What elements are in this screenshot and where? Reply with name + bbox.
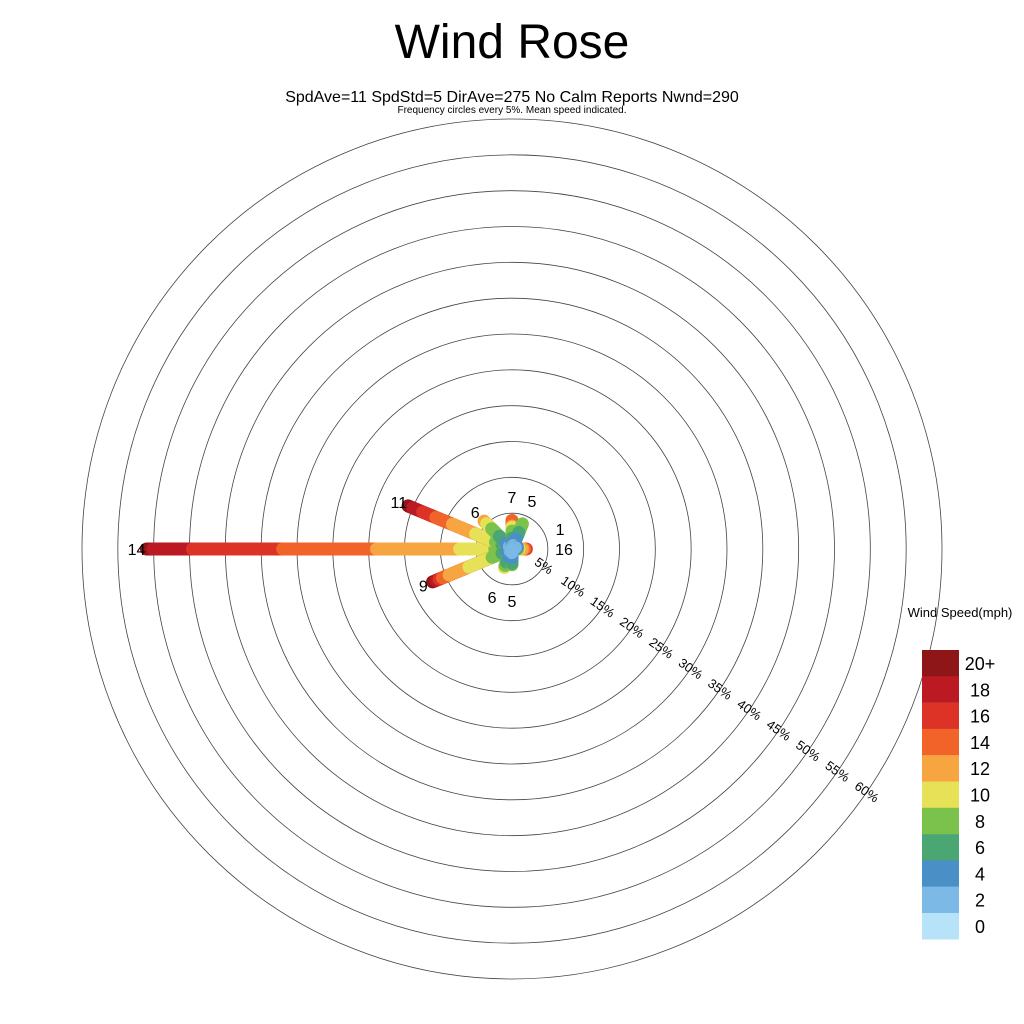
mean-speed-label: 9: [419, 579, 428, 596]
legend-label-2: 2: [975, 891, 985, 911]
legend-label-0: 0: [975, 917, 985, 937]
chart-note: Frequency circles every 5%. Mean speed i…: [397, 105, 626, 116]
ring-label-60: 60%: [852, 778, 882, 805]
legend-label-20+: 20+: [965, 654, 996, 674]
legend-label-18: 18: [970, 680, 990, 700]
legend-swatch-4: [922, 860, 959, 887]
legend-label-8: 8: [975, 812, 985, 832]
legend-swatch-10: [922, 781, 959, 808]
mean-speed-label: 11: [391, 495, 408, 512]
chart-title: Wind Rose: [395, 16, 630, 69]
legend-swatch-16: [922, 702, 959, 730]
ring-label-40: 40%: [734, 696, 764, 723]
mean-speed-label: 1: [556, 522, 565, 539]
mean-speed-label: 5: [508, 594, 517, 611]
legend-label-14: 14: [970, 733, 990, 753]
legend-label-16: 16: [970, 707, 990, 727]
ring-label-15: 15%: [588, 593, 618, 620]
ring-label-45: 45%: [764, 717, 794, 744]
legend-swatch-0: [922, 913, 959, 940]
mean-speed-label: 6: [488, 590, 497, 607]
ring-60: [81, 118, 943, 980]
mean-speed-label: 6: [471, 505, 480, 522]
legend-swatch-6: [922, 834, 959, 861]
legend-label-4: 4: [975, 864, 985, 884]
ring-label-25: 25%: [646, 634, 676, 661]
mean-speed-label: 5: [527, 494, 536, 511]
legend-swatch-14: [922, 728, 959, 756]
mean-speed-label: 7: [508, 490, 517, 507]
mean-speed-label: 14: [128, 542, 146, 559]
ring-label-30: 30%: [676, 655, 706, 682]
legend-swatch-12: [922, 755, 959, 782]
legend-label-6: 6: [975, 838, 985, 858]
ring-label-10: 10%: [558, 573, 588, 600]
mean-speed-label: 16: [555, 542, 573, 559]
ring-label-5: 5%: [532, 554, 556, 577]
legend-label-12: 12: [970, 759, 990, 779]
legend-swatch-20+: [922, 650, 959, 677]
ring-label-35: 35%: [705, 676, 735, 703]
legend-label-10: 10: [970, 786, 990, 806]
legend-swatch-8: [922, 807, 959, 835]
ring-label-50: 50%: [793, 737, 823, 764]
legend-swatch-2: [922, 886, 959, 914]
ring-55: [117, 154, 907, 944]
legend-title: Wind Speed(mph): [908, 605, 1013, 620]
legend-swatch-18: [922, 676, 959, 703]
ring-label-20: 20%: [617, 614, 647, 641]
chart-subtitle: SpdAve=11 SpdStd=5 DirAve=275 No Calm Re…: [285, 89, 739, 106]
legend: Wind Speed(mph) 20+ 18 16 14 12 10 8 6 4 2 0: [908, 605, 1013, 940]
spokes: [140, 499, 533, 589]
ring-label-55: 55%: [822, 758, 852, 785]
